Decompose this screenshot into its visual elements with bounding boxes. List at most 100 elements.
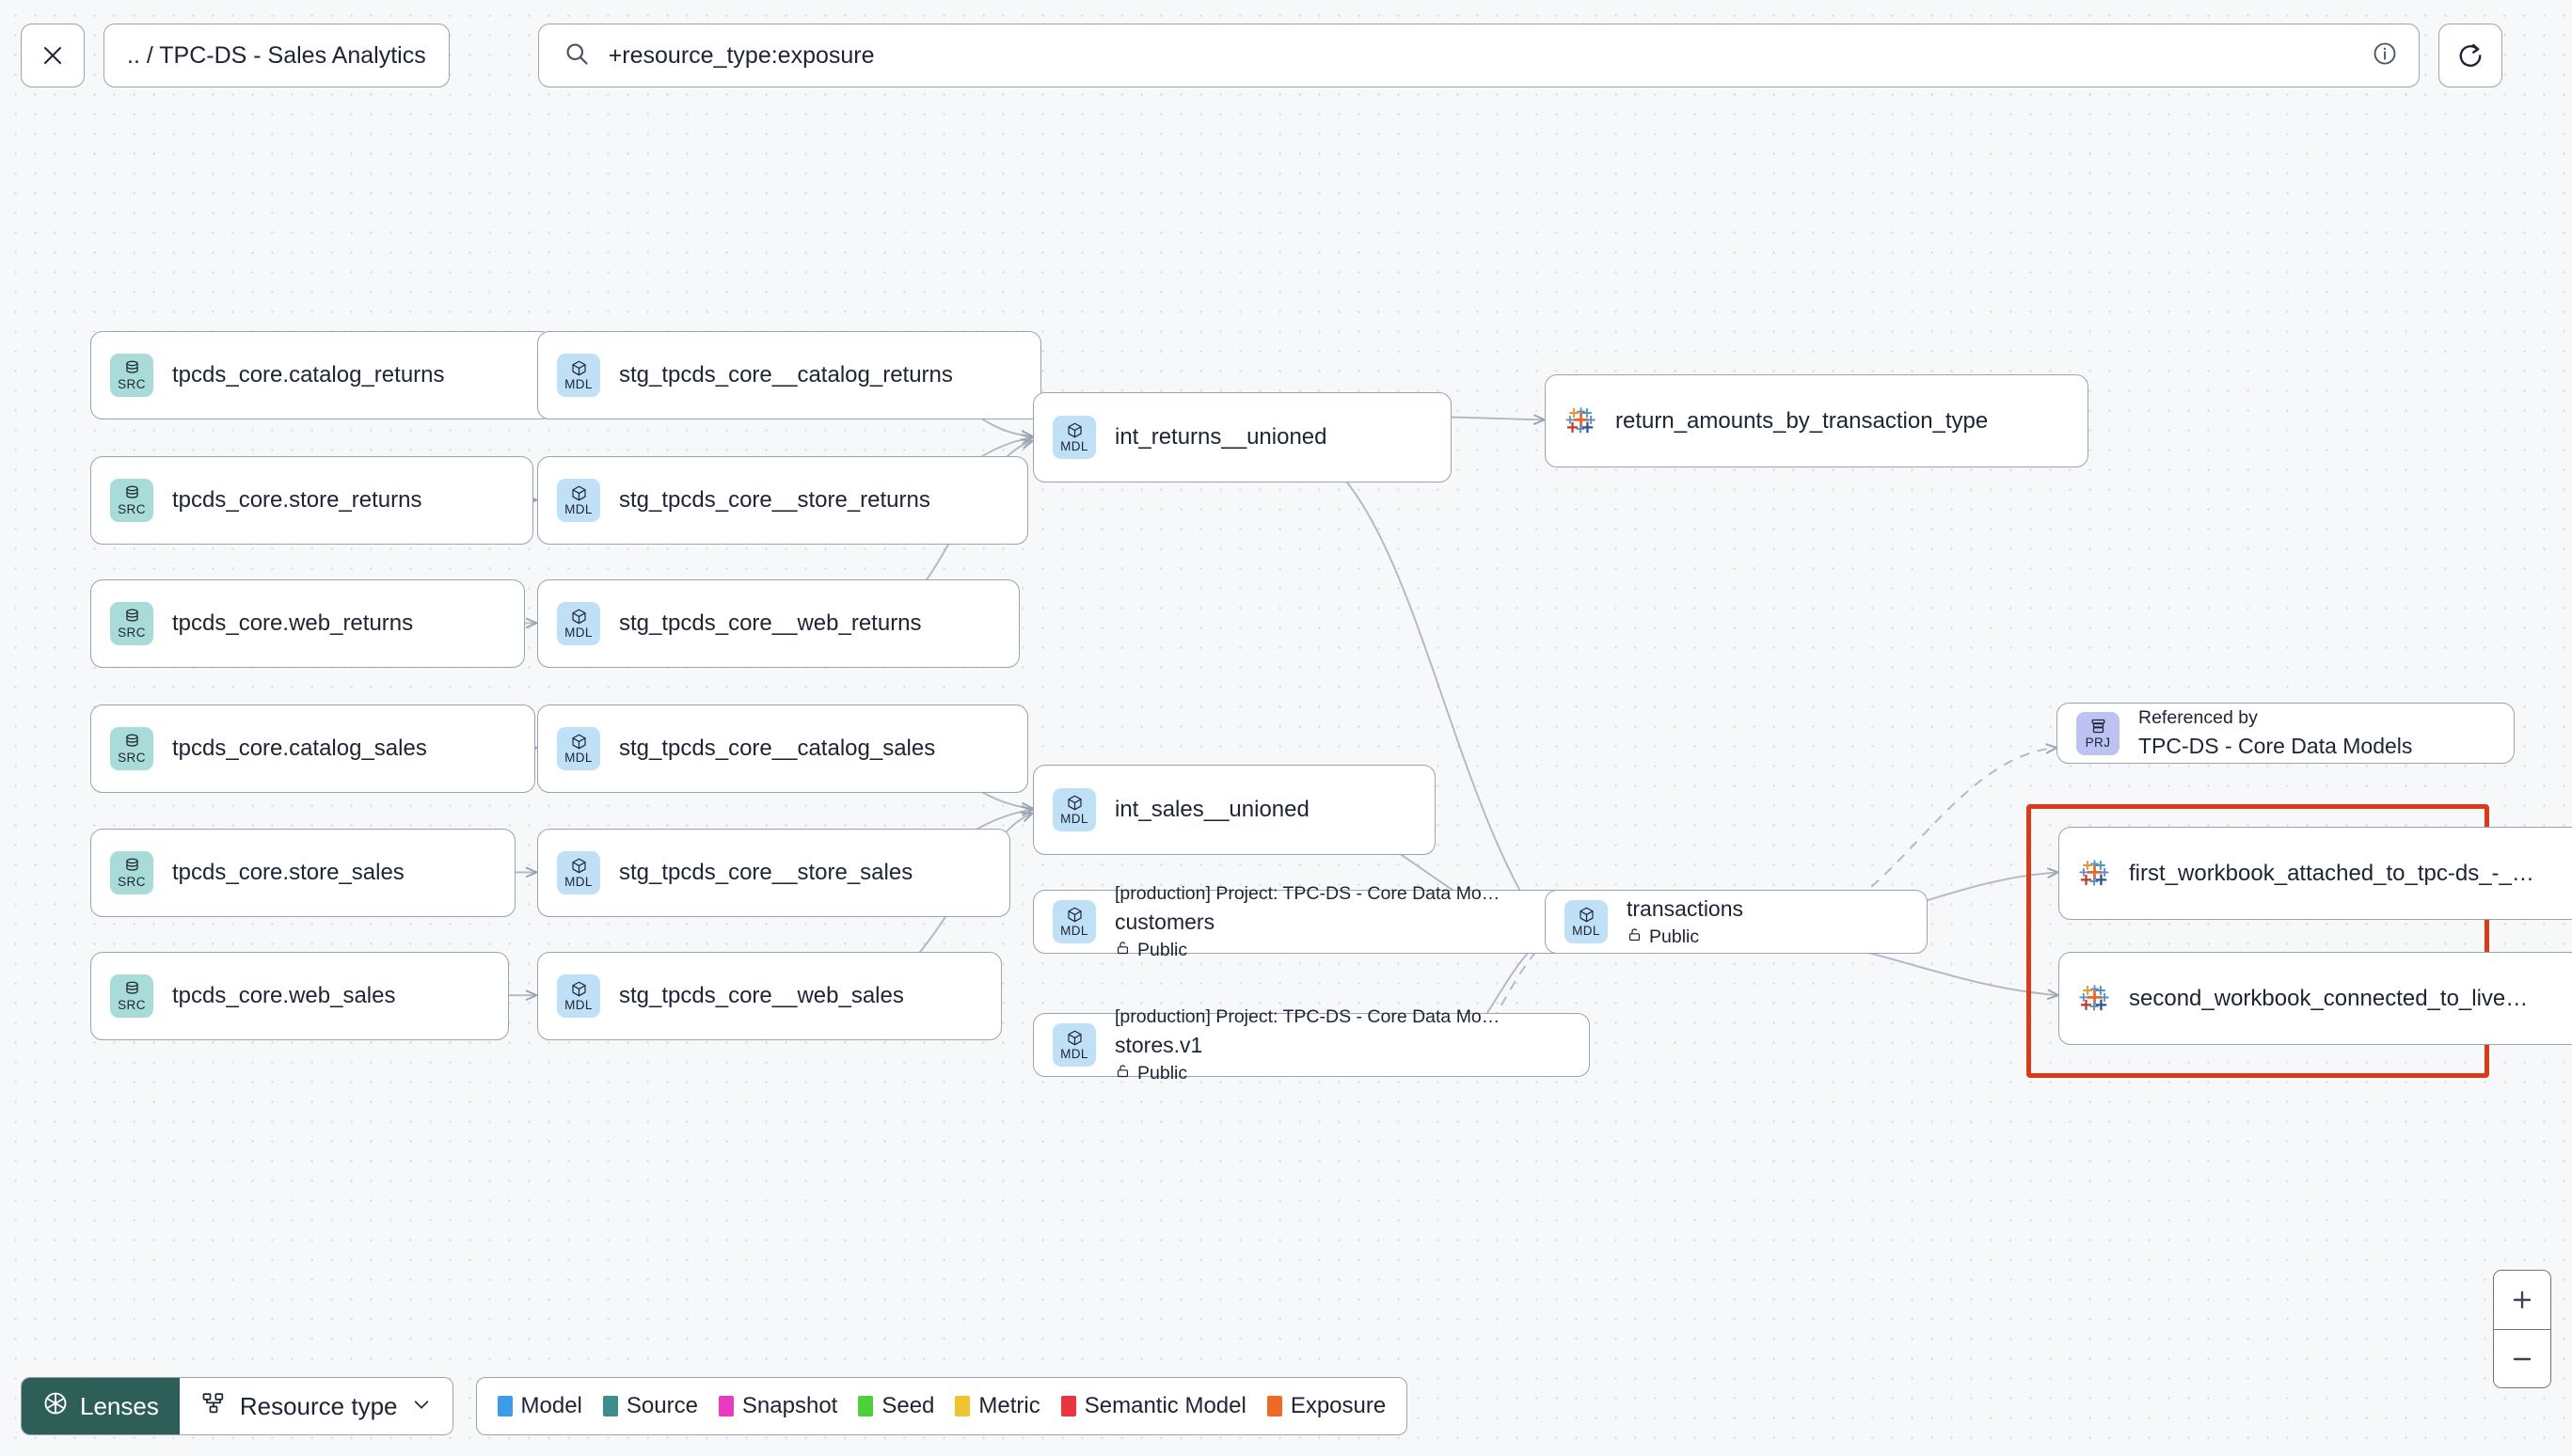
- mdl-badge: MDL: [557, 602, 600, 645]
- node-project-label: [production] Project: TPC-DS - Core Data…: [1115, 1005, 1500, 1027]
- node-label: tpcds_core.store_returns: [172, 487, 422, 513]
- legend-label: Model: [520, 1393, 582, 1418]
- legend-swatch: [1266, 1396, 1282, 1416]
- unlock-icon: [1115, 1063, 1131, 1084]
- model-node[interactable]: MDL int_sales__unioned: [1033, 765, 1436, 855]
- chevron-down-icon: [411, 1392, 432, 1421]
- referenced-by-project-node[interactable]: PRJ Referenced by TPC-DS - Core Data Mod…: [2056, 703, 2515, 764]
- resource-type-legend: Model Source Snapshot Seed Metric Semant…: [475, 1377, 1408, 1435]
- node-label: tpcds_core.catalog_sales: [172, 736, 427, 761]
- node-label: second_workbook_connected_to_live…: [2129, 985, 2529, 1011]
- referenced-by-label: Referenced by: [2138, 707, 2258, 728]
- node-label: tpcds_core.web_sales: [172, 983, 396, 1008]
- node-label: customers: [1115, 909, 1215, 934]
- hierarchy-icon: [200, 1390, 227, 1423]
- close-button[interactable]: [21, 24, 85, 87]
- lens-control-group: Lenses Resource type: [21, 1377, 453, 1435]
- src-badge: SRC: [110, 851, 153, 894]
- cube-icon: [570, 857, 588, 875]
- legend-item[interactable]: Metric: [955, 1393, 1040, 1419]
- search-icon: [564, 40, 590, 71]
- cube-icon: [1066, 906, 1084, 924]
- model-node[interactable]: MDL stg_tpcds_core__store_sales: [537, 829, 1010, 917]
- refresh-button[interactable]: [2437, 24, 2502, 87]
- model-node[interactable]: MDL stg_tpcds_core__catalog_returns: [537, 331, 1041, 419]
- search-bar[interactable]: [537, 24, 2420, 87]
- node-label: tpcds_core.catalog_returns: [172, 362, 445, 388]
- database-icon: [123, 980, 141, 998]
- legend-item[interactable]: Semantic Model: [1060, 1393, 1246, 1419]
- search-input[interactable]: [606, 40, 2355, 71]
- public-model-node[interactable]: MDL [production] Project: TPC-DS - Core …: [1033, 883, 1590, 960]
- mdl-badge: MDL: [1053, 788, 1096, 831]
- legend-item[interactable]: Exposure: [1266, 1393, 1386, 1419]
- node-label: stg_tpcds_core__catalog_returns: [619, 362, 953, 388]
- node-label: int_sales__unioned: [1115, 797, 1310, 822]
- legend-swatch: [1060, 1396, 1076, 1416]
- mdl-badge: MDL: [557, 727, 600, 770]
- mdl-badge: MDL: [1053, 1023, 1096, 1067]
- node-label: stg_tpcds_core__web_returns: [619, 610, 922, 636]
- node-label: tpcds_core.web_returns: [172, 610, 414, 636]
- public-model-node[interactable]: MDL [production] Project: TPC-DS - Core …: [1033, 1006, 1590, 1084]
- resource-type-dropdown[interactable]: Resource type: [179, 1378, 452, 1434]
- source-node[interactable]: SRC tpcds_core.web_sales: [90, 952, 509, 1040]
- legend-item[interactable]: Seed: [858, 1393, 934, 1419]
- access-label: Public: [1137, 1062, 1188, 1084]
- exposure-node[interactable]: second_workbook_connected_to_live…: [2058, 952, 2572, 1045]
- legend-swatch: [497, 1396, 513, 1416]
- node-label: stg_tpcds_core__store_sales: [619, 860, 913, 885]
- zoom-in-button[interactable]: [2494, 1271, 2550, 1329]
- mdl-badge: MDL: [557, 479, 600, 522]
- source-node[interactable]: SRC tpcds_core.catalog_returns: [90, 331, 553, 419]
- info-icon[interactable]: [2372, 40, 2398, 71]
- mdl-badge: MDL: [557, 974, 600, 1018]
- model-node[interactable]: MDL stg_tpcds_core__web_returns: [537, 579, 1020, 668]
- model-node[interactable]: MDL int_returns__unioned: [1033, 392, 1452, 483]
- src-badge: SRC: [110, 602, 153, 645]
- mdl-badge: MDL: [1564, 900, 1608, 943]
- node-label: return_amounts_by_transaction_type: [1615, 407, 1989, 434]
- close-icon: [40, 43, 65, 68]
- cube-icon: [1066, 794, 1084, 812]
- src-badge: SRC: [110, 354, 153, 397]
- exposure-node[interactable]: first_workbook_attached_to_tpc-ds_-_…: [2058, 827, 2572, 920]
- src-badge: SRC: [110, 974, 153, 1018]
- node-label: stores.v1: [1115, 1032, 1203, 1057]
- cube-icon: [570, 980, 588, 998]
- project-box-icon: [2089, 718, 2107, 736]
- legend-label: Metric: [978, 1393, 1040, 1418]
- legend-label: Source: [626, 1393, 698, 1418]
- source-node[interactable]: SRC tpcds_core.web_returns: [90, 579, 525, 668]
- source-node[interactable]: SRC tpcds_core.store_returns: [90, 456, 533, 545]
- access-badge: Public: [1627, 926, 1743, 948]
- breadcrumb[interactable]: .. / TPC-DS - Sales Analytics: [103, 24, 450, 87]
- legend-swatch: [602, 1396, 618, 1416]
- resource-type-label: Resource type: [239, 1391, 398, 1420]
- source-node[interactable]: SRC tpcds_core.store_sales: [90, 829, 516, 917]
- cube-icon: [1066, 421, 1084, 439]
- legend-label: Snapshot: [741, 1393, 838, 1418]
- legend-item[interactable]: Model: [497, 1393, 582, 1419]
- zoom-out-button[interactable]: [2494, 1329, 2550, 1387]
- lenses-button[interactable]: Lenses: [22, 1378, 180, 1434]
- transactions-node[interactable]: MDL transactions Public: [1545, 890, 1928, 954]
- legend-item[interactable]: Snapshot: [718, 1393, 838, 1419]
- cube-icon: [1066, 1029, 1084, 1047]
- access-badge: Public: [1115, 940, 1500, 961]
- model-node[interactable]: MDL stg_tpcds_core__catalog_sales: [537, 704, 1028, 793]
- prj-badge: PRJ: [2076, 711, 2120, 755]
- model-node[interactable]: MDL stg_tpcds_core__web_sales: [537, 952, 1002, 1040]
- lenses-label: Lenses: [80, 1391, 159, 1420]
- node-label: first_workbook_attached_to_tpc-ds_-_…: [2129, 860, 2534, 886]
- exposure-node[interactable]: return_amounts_by_transaction_type: [1545, 374, 2088, 467]
- unlock-icon: [1627, 926, 1643, 948]
- source-node[interactable]: SRC tpcds_core.catalog_sales: [90, 704, 535, 793]
- mdl-badge: MDL: [557, 851, 600, 894]
- node-label: tpcds_core.store_sales: [172, 860, 405, 885]
- legend-item[interactable]: Source: [602, 1393, 698, 1419]
- zoom-controls[interactable]: [2493, 1270, 2551, 1388]
- model-node[interactable]: MDL stg_tpcds_core__store_returns: [537, 456, 1028, 545]
